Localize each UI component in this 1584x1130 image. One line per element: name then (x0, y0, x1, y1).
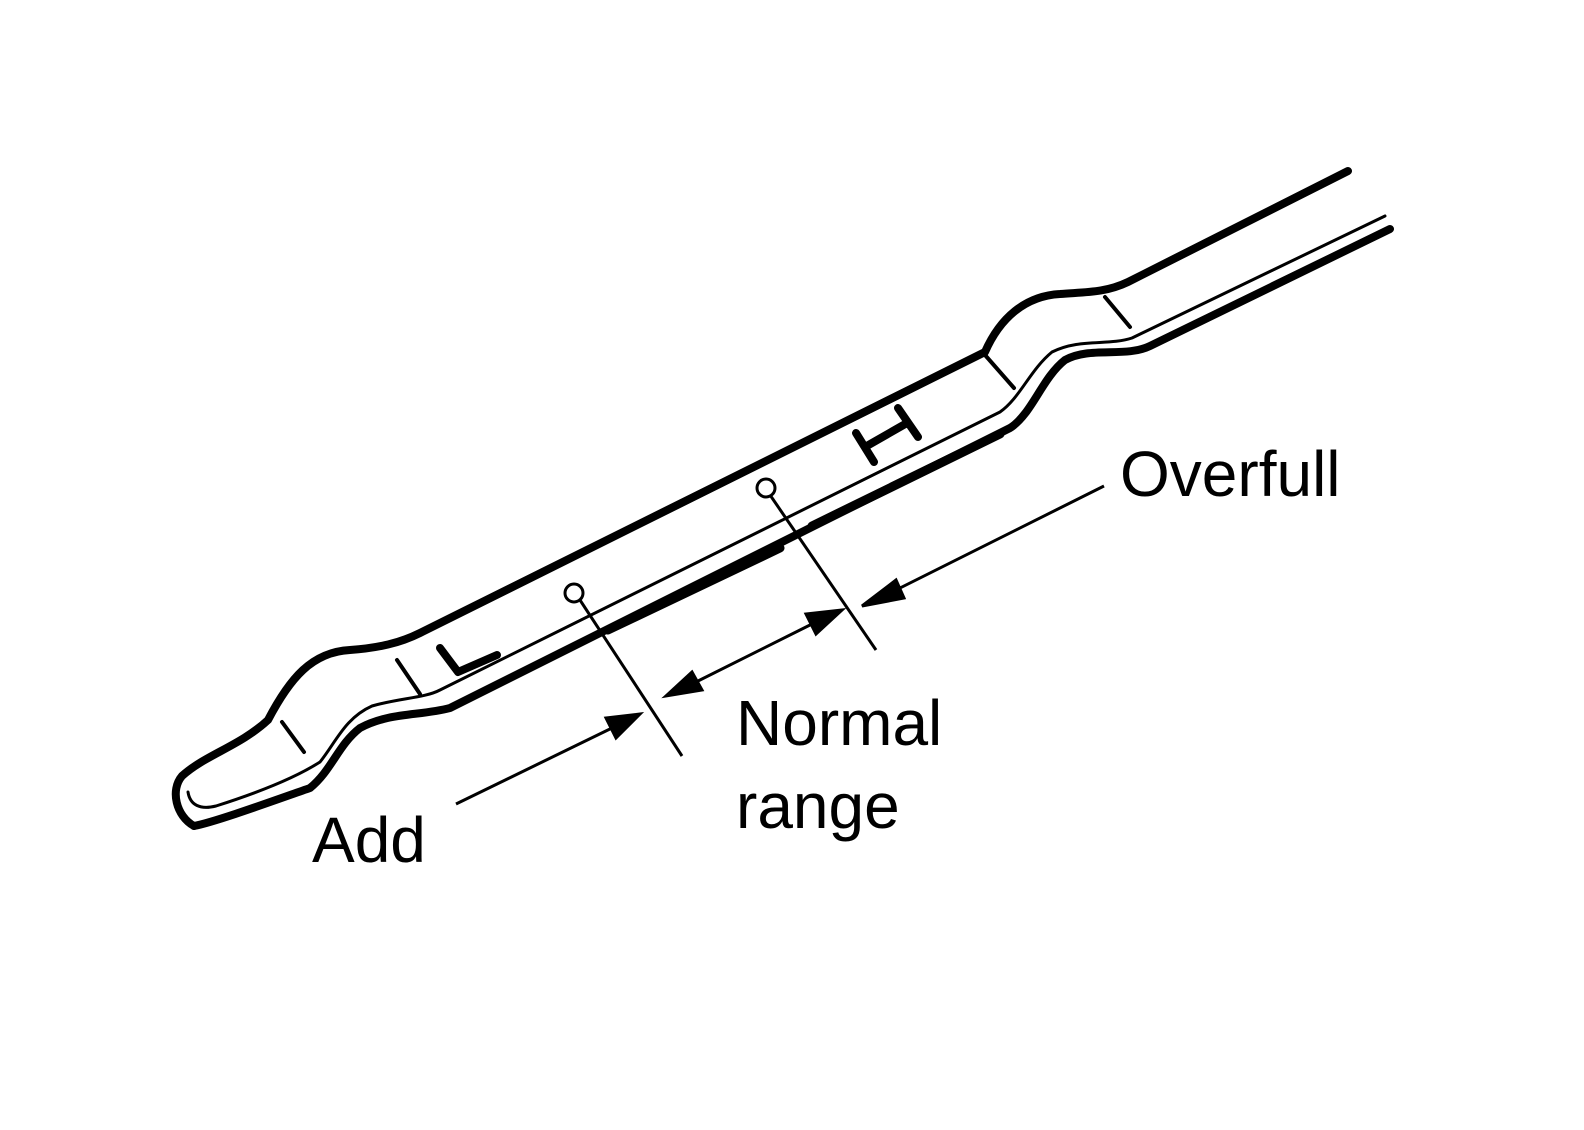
grip-line (1103, 295, 1132, 329)
normal-range-label-line2: range (736, 770, 900, 842)
dipstick-bottom-edge (190, 225, 1394, 830)
add-label: Add (312, 804, 426, 876)
overfull-label: Overfull (1120, 438, 1341, 510)
grip-line (280, 720, 306, 754)
normal-range-arrowhead-left (661, 669, 705, 699)
high-mark (852, 404, 922, 466)
grip-line (983, 353, 1016, 390)
dipstick (171, 167, 1394, 830)
dipstick-top-edge (171, 167, 1352, 830)
add-arrowhead (603, 712, 645, 741)
dipstick-inner-edge (186, 214, 1387, 809)
blade-segment (603, 543, 785, 635)
blade-segment (807, 429, 1005, 531)
add-arrow-line (455, 726, 613, 806)
add-level-leader (576, 596, 684, 757)
normal-range-arrow-line (691, 622, 813, 686)
full-level-circle (755, 477, 777, 499)
arrows (455, 484, 1105, 806)
full-level-leader (766, 491, 878, 651)
overfull-arrowhead (861, 577, 907, 608)
grip-line (395, 658, 422, 696)
overfull-arrow-line (887, 484, 1105, 596)
low-mark (436, 644, 501, 676)
normal-range-arrowhead-right (803, 608, 847, 637)
normal-range-label-line1: Normal (736, 687, 942, 759)
leader-lines (563, 477, 878, 757)
add-level-circle (563, 582, 585, 604)
